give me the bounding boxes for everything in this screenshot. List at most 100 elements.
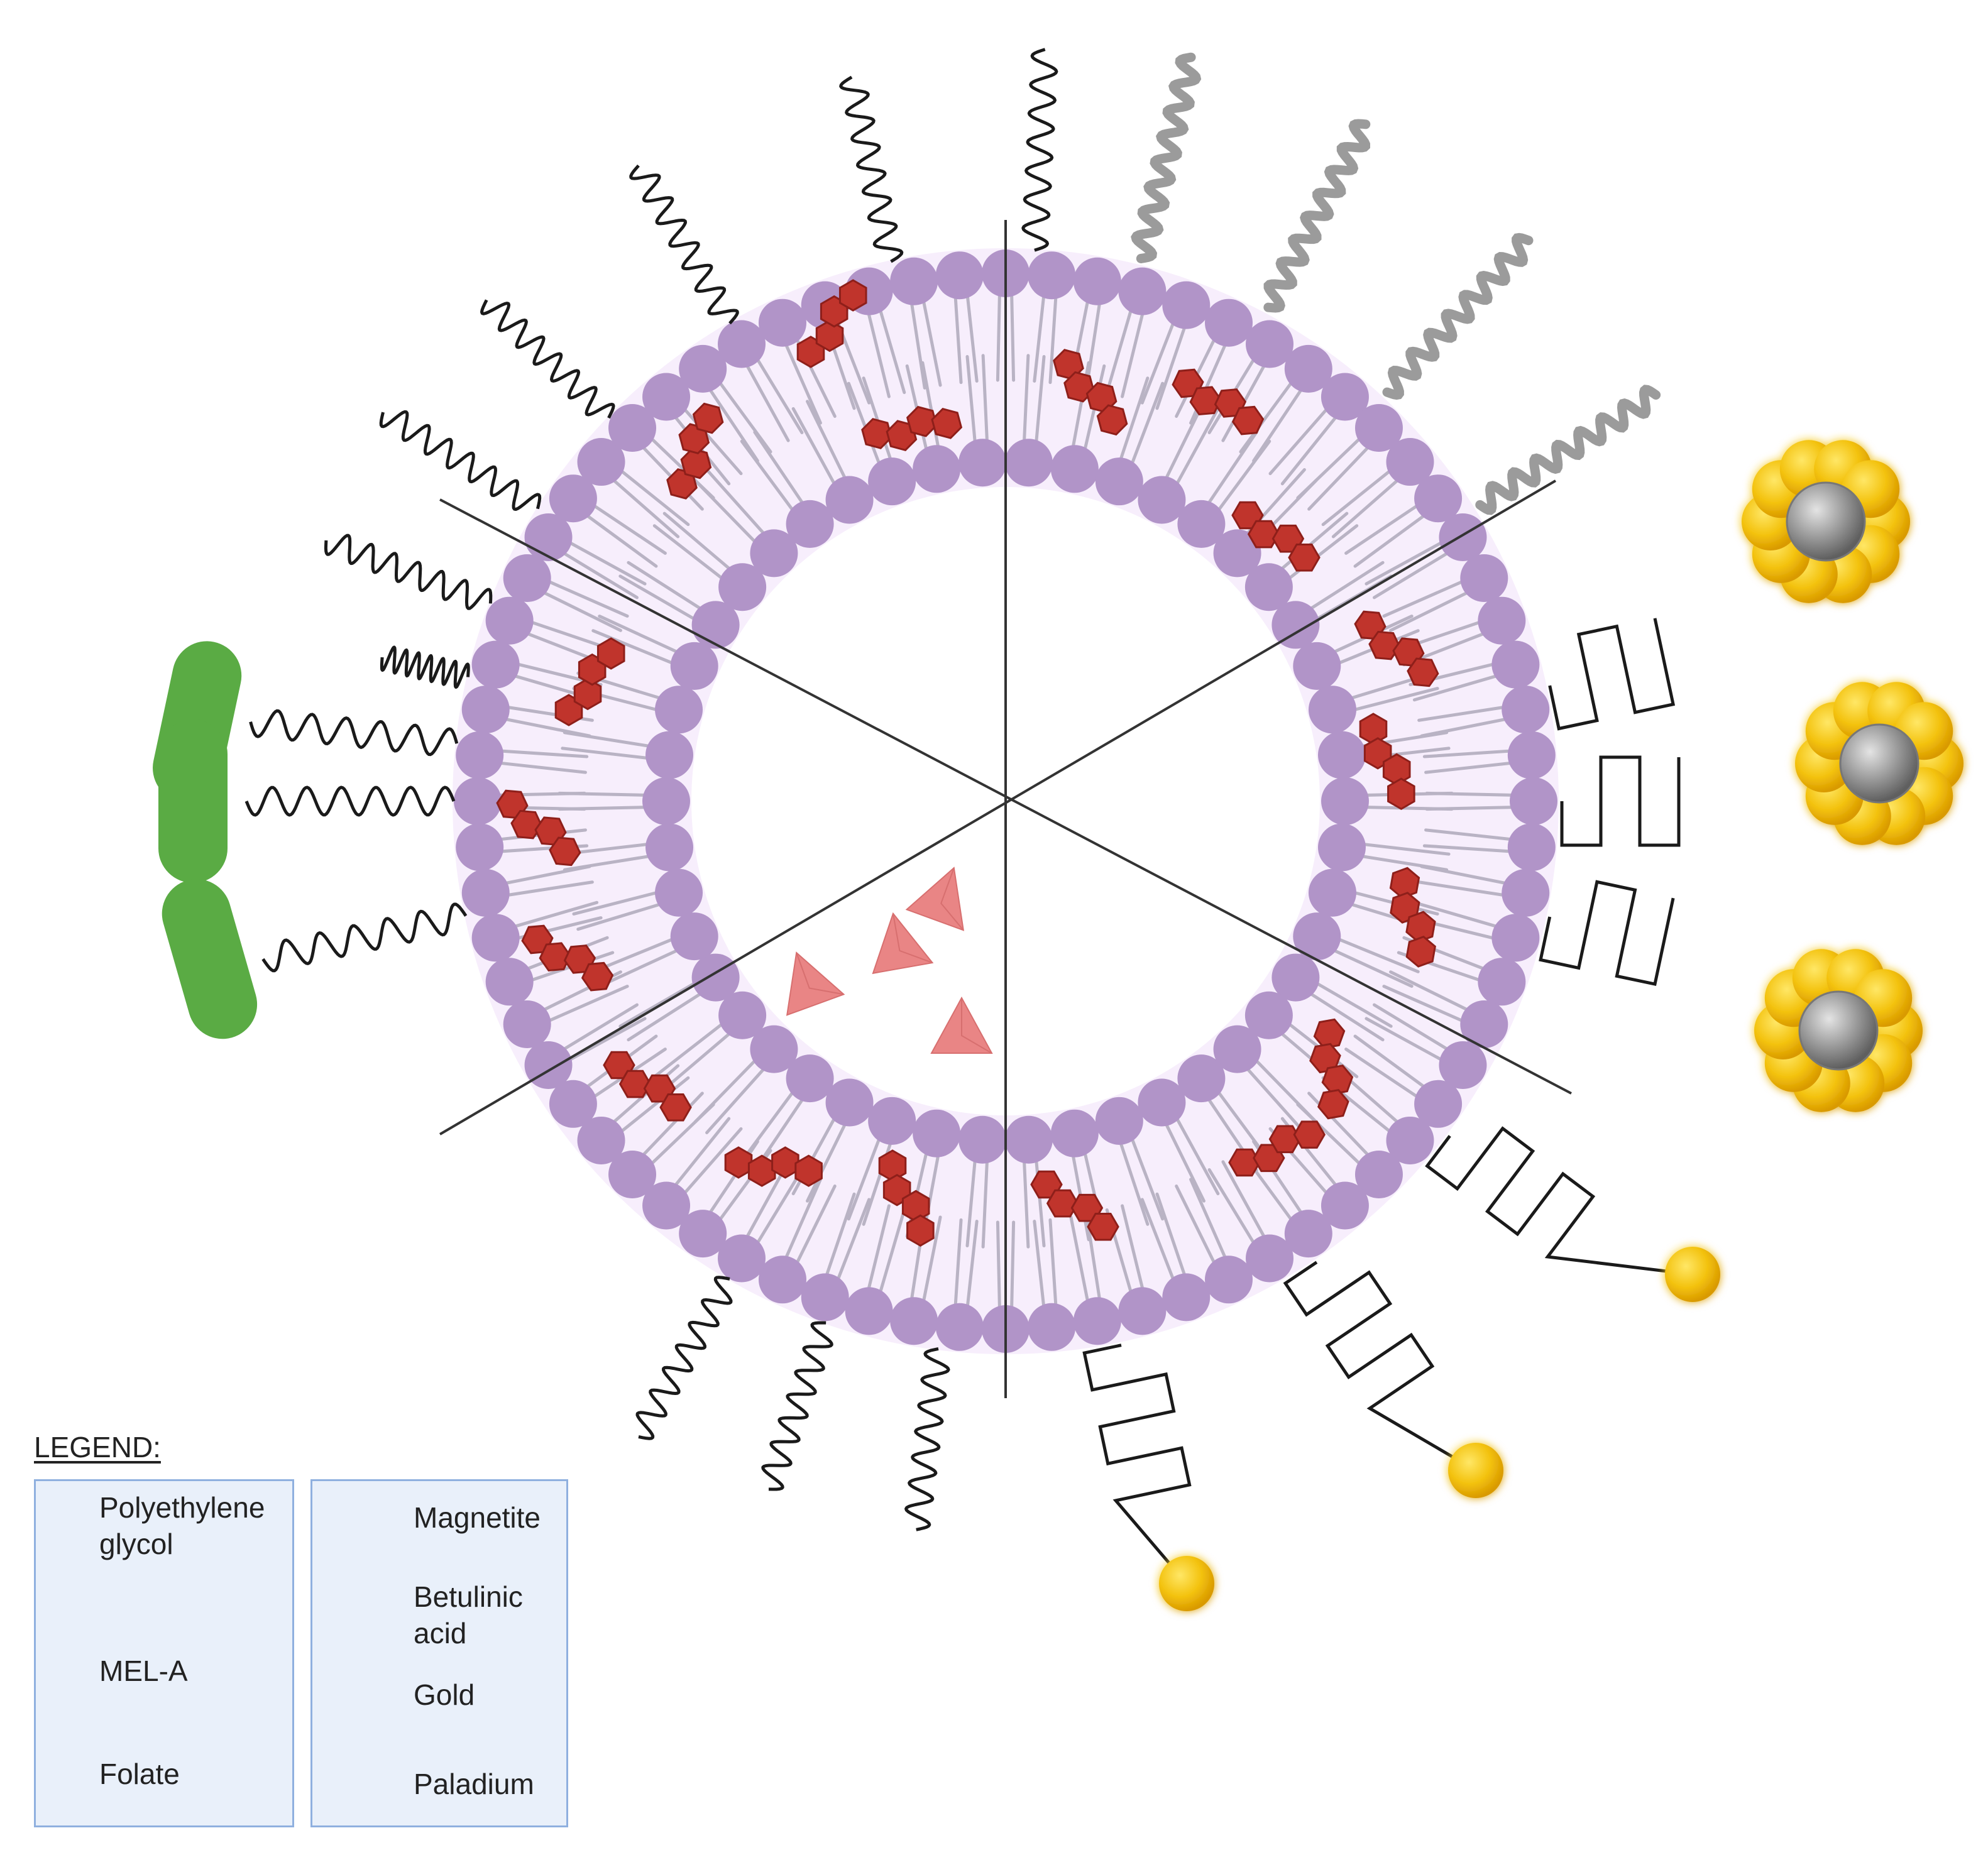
betulinic-acid-molecule <box>861 405 963 451</box>
betulinic-hexagon <box>1096 404 1128 436</box>
betulinic-acid-molecule <box>496 789 581 867</box>
lipid-head <box>935 1303 984 1351</box>
peg-chain <box>249 709 459 757</box>
betulinic-hexagon <box>1087 1212 1119 1241</box>
lipid-head <box>845 1287 893 1335</box>
lipid-head <box>1386 438 1434 486</box>
magnetite-facet <box>892 913 933 964</box>
legend-label-folate: Folate <box>99 1758 180 1790</box>
lipid-head <box>461 868 510 917</box>
betulinic-hexagon <box>1389 867 1420 899</box>
lipid-head <box>1354 404 1403 452</box>
mel-a-chain <box>1283 1261 1477 1472</box>
betulinic-acid-molecule <box>1354 610 1439 687</box>
lipid-head <box>1414 474 1463 523</box>
betulinic-hexagon <box>692 402 724 434</box>
betulinic-acid-molecule <box>1228 1120 1326 1177</box>
peg-chain <box>839 75 904 263</box>
betulinic-hexagon <box>1268 1125 1302 1154</box>
lipid-head <box>1510 777 1557 825</box>
helical-chain <box>1131 52 1202 263</box>
lipid-head <box>1246 1234 1293 1283</box>
lipid-head <box>786 1054 834 1103</box>
magnetite-facet <box>796 952 844 995</box>
betulinic-hexagon <box>1228 1148 1261 1177</box>
lipid-head <box>825 1078 874 1127</box>
peg-chain <box>324 534 493 610</box>
lipid-head <box>1073 1297 1121 1345</box>
lipid-head <box>1491 914 1540 962</box>
betulinic-hexagon <box>1288 543 1321 572</box>
magnetite-particles <box>786 867 993 1054</box>
lipid-head <box>750 1025 798 1073</box>
lipid-head <box>1478 958 1526 1006</box>
betulinic-acid-molecule <box>724 1146 823 1187</box>
palladium-core <box>1839 723 1919 804</box>
palladium-core <box>1786 481 1866 562</box>
betulinic-hexagon <box>901 1190 930 1223</box>
peg-chain <box>629 164 739 325</box>
lipid-head <box>549 1080 597 1128</box>
folate-ligand <box>158 720 228 883</box>
legend-label-peg-line2: glycol <box>99 1528 173 1560</box>
lipid-head <box>454 777 502 825</box>
lipid-head <box>890 257 938 305</box>
mel-a-chain <box>1548 618 1676 731</box>
betulinic-hexagon <box>659 1093 692 1122</box>
lipid-head <box>691 953 740 1002</box>
lipid-head <box>1491 640 1540 689</box>
magnetite-particle <box>786 951 845 1016</box>
lipid-head <box>890 1297 938 1345</box>
lipid-head <box>1095 1097 1143 1145</box>
lipid-head <box>670 642 718 690</box>
betulinic-hexagon <box>549 836 581 867</box>
palladium-core <box>1798 990 1879 1071</box>
betulinic-hexagon <box>771 1146 799 1179</box>
lipid-head <box>1177 1054 1226 1103</box>
lipid-head <box>718 563 767 611</box>
lipid-head <box>1050 1109 1099 1157</box>
betulinic-hexagon <box>906 1214 935 1247</box>
lipid-head <box>1028 251 1076 300</box>
lipid-head <box>1293 912 1341 961</box>
betulinic-hexagon <box>1382 753 1411 786</box>
lipid-head <box>868 1097 916 1145</box>
lipid-head <box>503 554 551 603</box>
lipid-head <box>1460 554 1508 603</box>
helical-chain <box>1382 233 1534 400</box>
lipid-head <box>1293 642 1341 690</box>
betulinic-acid-molecule <box>603 1051 692 1122</box>
peg-chain <box>380 645 470 689</box>
magnetite-facet <box>940 867 964 931</box>
legend-label-palladium: Paladium <box>414 1768 534 1800</box>
lipid-head <box>1244 563 1293 611</box>
peg-chain <box>761 1321 833 1491</box>
helical-chain <box>1475 385 1661 515</box>
lipid-head <box>718 991 767 1039</box>
lipid-head <box>786 500 834 548</box>
betulinic-hexagon <box>878 1149 907 1182</box>
betulinic-hexagon <box>724 1146 753 1179</box>
betulinic-hexagon <box>1293 1120 1326 1149</box>
lipid-head <box>935 251 984 300</box>
lipid-head <box>1073 257 1121 305</box>
legend-box-ligands <box>34 1479 294 1827</box>
peg-chain <box>635 1276 733 1440</box>
lipid-head <box>1308 686 1356 734</box>
betulinic-acid-molecule <box>1172 368 1265 435</box>
lipid-head <box>1321 777 1369 825</box>
lipid-head <box>608 404 657 452</box>
divider-line <box>439 498 1572 1095</box>
lipid-head <box>1284 344 1332 393</box>
betulinic-acid-molecule <box>796 279 867 368</box>
betulinic-hexagon <box>1317 1089 1349 1120</box>
gold-sphere <box>1665 1247 1720 1302</box>
betulinic-hexagon <box>596 637 625 670</box>
magnetite-particle <box>905 867 965 931</box>
betulinic-acid-molecule <box>554 637 625 726</box>
lipid-head <box>471 640 520 689</box>
peg-chain <box>379 410 542 511</box>
lipid-head <box>1354 1150 1403 1198</box>
lipid-head <box>1177 500 1226 548</box>
lipid-head <box>679 344 727 393</box>
